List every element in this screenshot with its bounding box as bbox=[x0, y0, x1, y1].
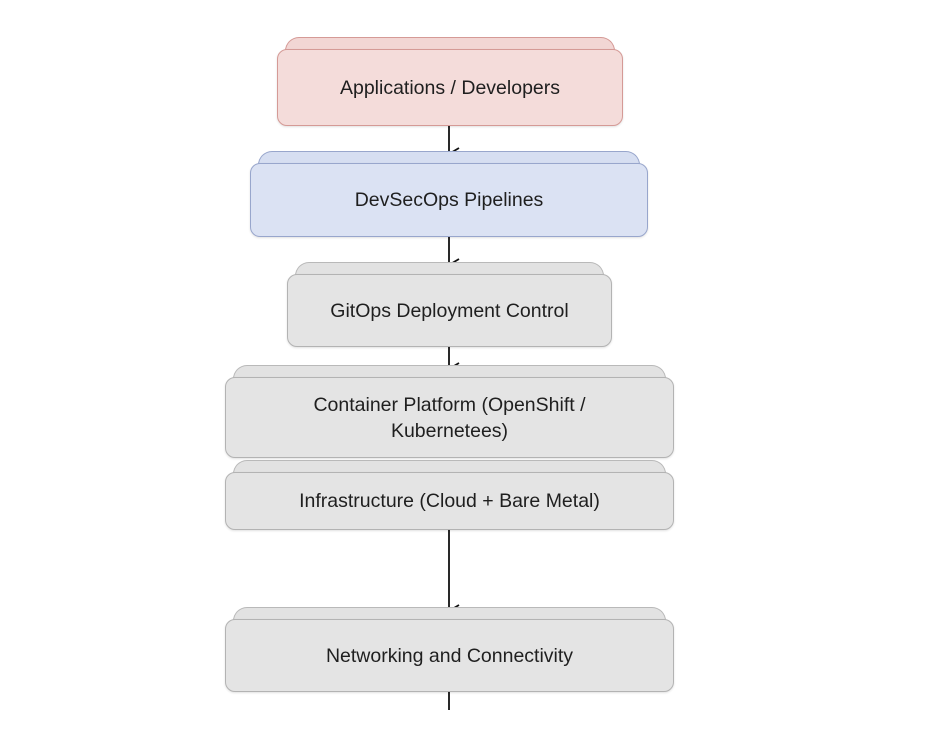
layer-applications-developers: Applications / Developers bbox=[277, 37, 623, 126]
layer-gitops-deployment-control: GitOps Deployment Control bbox=[287, 262, 612, 347]
layer-label: GitOps Deployment Control bbox=[330, 299, 569, 322]
layer-infrastructure: Infrastructure (Cloud + Bare Metal) bbox=[225, 460, 674, 530]
layer-networking-connectivity: Networking and Connectivity bbox=[225, 607, 674, 692]
layer-label: Applications / Developers bbox=[339, 76, 561, 99]
layer-devsecops-pipelines: DevSecOps Pipelines bbox=[250, 151, 648, 237]
layer-label: Container Platform (OpenShift / Kubernet… bbox=[313, 393, 586, 442]
layer-label: Networking and Connectivity bbox=[325, 644, 574, 667]
layer-container-platform: Container Platform (OpenShift / Kubernet… bbox=[225, 365, 674, 458]
layer-label: Infrastructure (Cloud + Bare Metal) bbox=[299, 490, 600, 512]
layer-label: DevSecOps Pipelines bbox=[354, 189, 544, 211]
